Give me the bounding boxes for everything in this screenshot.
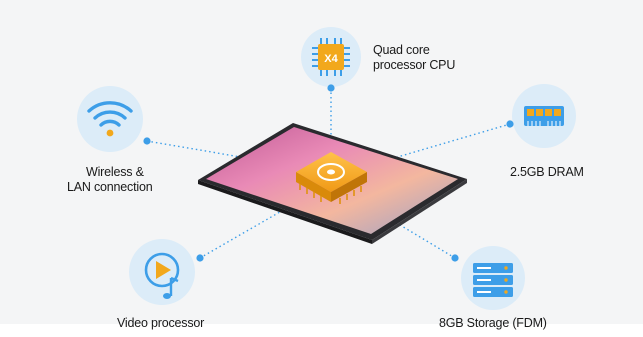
wifi-icon bbox=[87, 101, 133, 127]
video-icon bbox=[144, 252, 180, 299]
cpu-feature: X4 bbox=[301, 27, 361, 92]
dram-feature bbox=[506, 84, 576, 148]
cpu-icon: X4 bbox=[312, 38, 350, 76]
video-dot bbox=[196, 254, 204, 262]
chip-logo bbox=[317, 163, 345, 181]
storage-feature bbox=[451, 246, 525, 310]
wifi-icon-circle bbox=[77, 86, 143, 152]
label-wifi-line1: Wireless & bbox=[86, 165, 144, 179]
label-wifi-line2: LAN connection bbox=[67, 180, 153, 194]
wifi-feature bbox=[77, 86, 151, 152]
dram-dot bbox=[506, 120, 514, 128]
label-cpu-line2: processor CPU bbox=[373, 58, 456, 72]
wifi-dot bbox=[143, 137, 151, 145]
storage-dot bbox=[451, 254, 459, 262]
storage-icon bbox=[473, 263, 513, 297]
bottom-band bbox=[0, 324, 643, 337]
dram-icon bbox=[524, 106, 564, 126]
label-video: Video processor bbox=[117, 316, 205, 330]
soc-chip bbox=[296, 152, 367, 204]
cpu-badge: X4 bbox=[324, 53, 338, 65]
video-feature bbox=[129, 239, 204, 305]
label-dram: 2.5GB DRAM bbox=[510, 165, 584, 179]
label-storage: 8GB Storage (FDM) bbox=[439, 316, 547, 330]
label-cpu-line1: Quad core bbox=[373, 43, 430, 57]
cpu-dot bbox=[327, 84, 335, 92]
